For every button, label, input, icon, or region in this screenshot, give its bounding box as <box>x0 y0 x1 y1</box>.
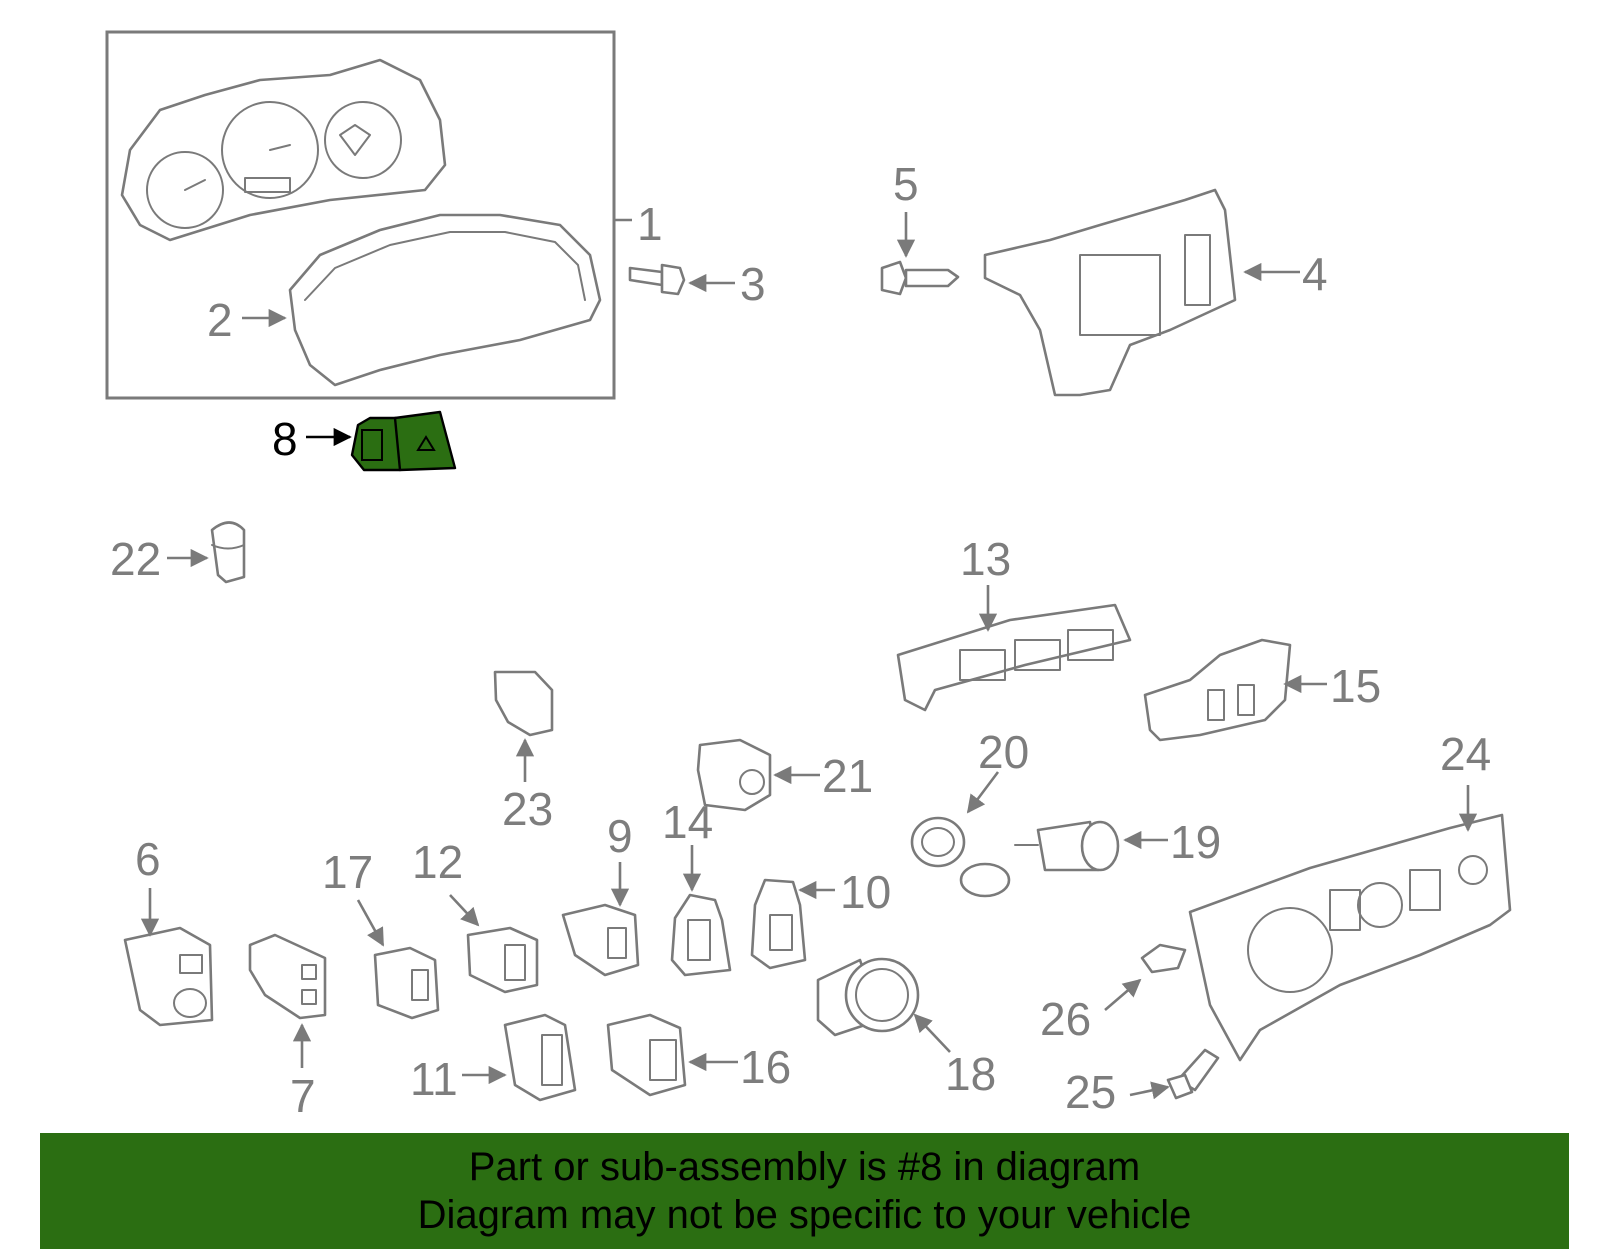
part-23-switch[interactable] <box>493 670 554 737</box>
part-13-switch-panel[interactable] <box>896 603 1132 712</box>
part-20-socket[interactable] <box>910 816 1011 898</box>
callout-25: 25 <box>1065 1066 1116 1118</box>
part-7-switch[interactable] <box>248 933 327 1020</box>
part-19-lighter[interactable] <box>1014 820 1120 872</box>
part-9-switch[interactable] <box>561 903 640 977</box>
callout-23: 23 <box>502 783 553 835</box>
part-24-center-panel[interactable] <box>1188 813 1512 1062</box>
part-4-display-bracket[interactable] <box>983 188 1237 397</box>
callout-3: 3 <box>740 258 766 310</box>
callout-5: 5 <box>893 158 919 210</box>
part-12-switch[interactable] <box>466 926 539 994</box>
callout-26: 26 <box>1040 993 1091 1045</box>
callout-9: 9 <box>607 810 633 862</box>
part-22-knob[interactable] <box>210 521 246 584</box>
callout-12: 12 <box>412 836 463 888</box>
part-3-bolt[interactable] <box>628 263 686 296</box>
callout-7: 7 <box>290 1070 316 1122</box>
notice-banner: Part or sub-assembly is #8 in diagram Di… <box>40 1133 1569 1249</box>
callout-20: 20 <box>978 726 1029 778</box>
part-26-clip[interactable] <box>1140 943 1187 974</box>
part-18-push-start[interactable] <box>816 957 920 1037</box>
cluster-assembly-box <box>105 30 616 400</box>
part-8-hazard-switch[interactable] <box>350 410 457 472</box>
callout-1: 1 <box>637 198 663 250</box>
callout-11: 11 <box>410 1053 458 1105</box>
callout-19: 19 <box>1170 816 1221 868</box>
callout-16: 16 <box>740 1041 791 1093</box>
notice-line-2: Diagram may not be specific to your vehi… <box>417 1193 1192 1237</box>
part-17-switch[interactable] <box>373 946 440 1020</box>
part-10-switch[interactable] <box>750 878 807 970</box>
callout-21: 21 <box>822 750 873 802</box>
callout-10: 10 <box>840 866 891 918</box>
callout-15: 15 <box>1330 660 1381 712</box>
part-1-instrument-cluster[interactable] <box>120 58 447 242</box>
callout-17: 17 <box>322 846 373 898</box>
part-6-switch[interactable] <box>123 926 214 1027</box>
part-16-switch[interactable] <box>606 1013 687 1097</box>
notice-line-1: Part or sub-assembly is #8 in diagram <box>468 1145 1141 1189</box>
callout-8: 8 <box>272 413 298 465</box>
callout-6: 6 <box>135 833 161 885</box>
part-21-switch[interactable] <box>696 738 772 812</box>
part-14-switch[interactable] <box>670 893 732 977</box>
callout-14: 14 <box>662 796 713 848</box>
part-15-switch[interactable] <box>1143 638 1292 742</box>
callout-13: 13 <box>960 533 1011 585</box>
part-25-screw[interactable] <box>1166 1048 1220 1100</box>
callout-24: 24 <box>1440 728 1491 780</box>
callout-2: 2 <box>207 294 233 346</box>
callout-22: 22 <box>110 533 161 585</box>
part-11-switch[interactable] <box>503 1013 577 1102</box>
callout-4: 4 <box>1302 248 1328 300</box>
part-5-screw[interactable] <box>880 260 960 296</box>
part-2-cluster-lens[interactable] <box>288 213 602 387</box>
callout-18: 18 <box>945 1048 996 1100</box>
